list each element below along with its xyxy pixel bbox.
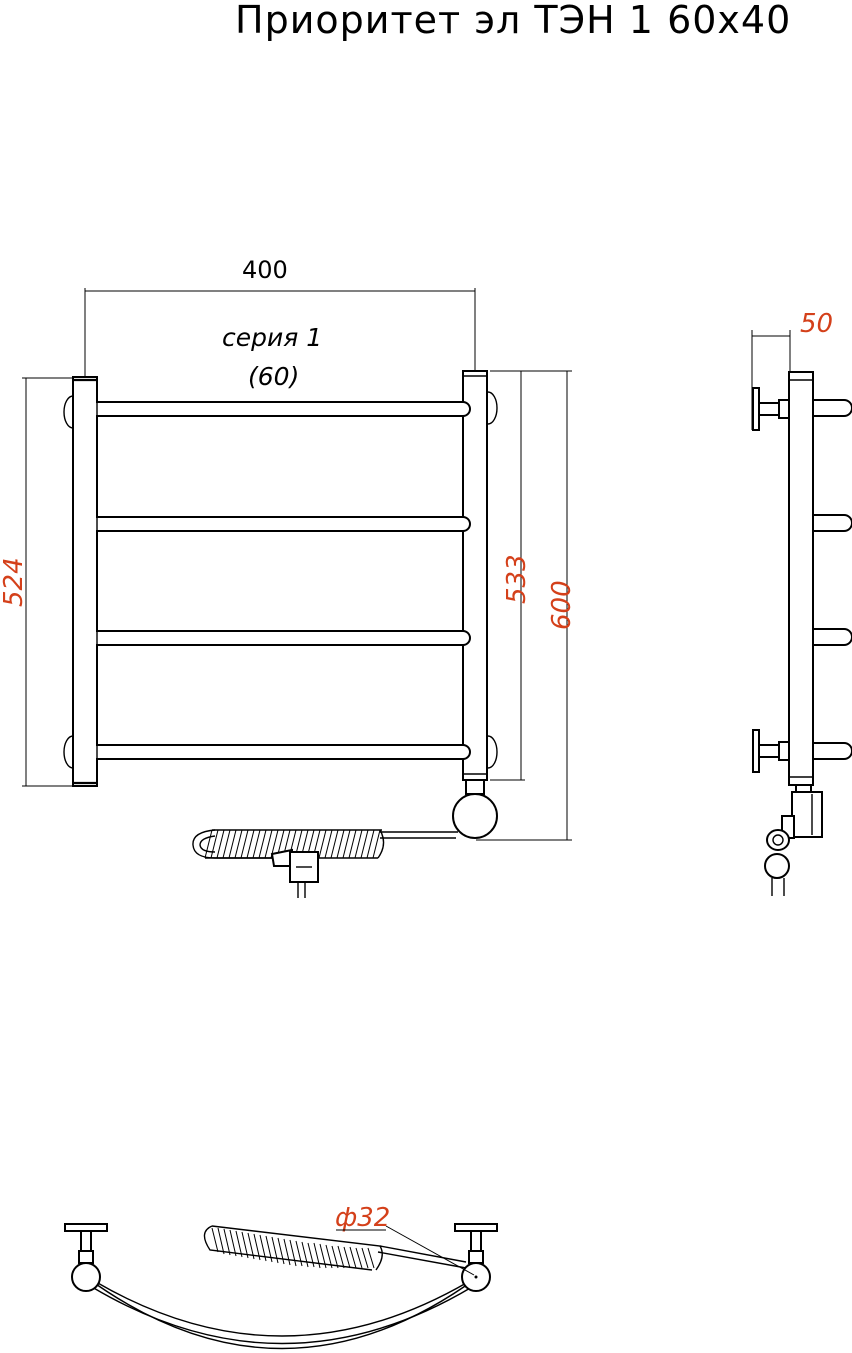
- dimension-width: 400: [242, 256, 288, 284]
- side-view: 50: [751, 309, 852, 896]
- dimension-height-mid: 533: [502, 554, 532, 604]
- top-view: ф32: [64, 1203, 498, 1350]
- front-view: 400 серия 1 (60) 524 533 600: [0, 256, 577, 898]
- dimension-diameter: ф32: [335, 1203, 390, 1233]
- series-number: (60): [248, 362, 299, 391]
- dimension-height-total: 600: [547, 580, 577, 630]
- dimension-height-left: 524: [0, 557, 29, 607]
- dimension-depth: 50: [800, 309, 833, 339]
- series-label: серия 1: [222, 323, 322, 352]
- plug-front: [270, 848, 319, 898]
- drawing-title: Приоритет эл ТЭН 1 60х40: [235, 0, 791, 42]
- coil-top: [203, 1225, 467, 1271]
